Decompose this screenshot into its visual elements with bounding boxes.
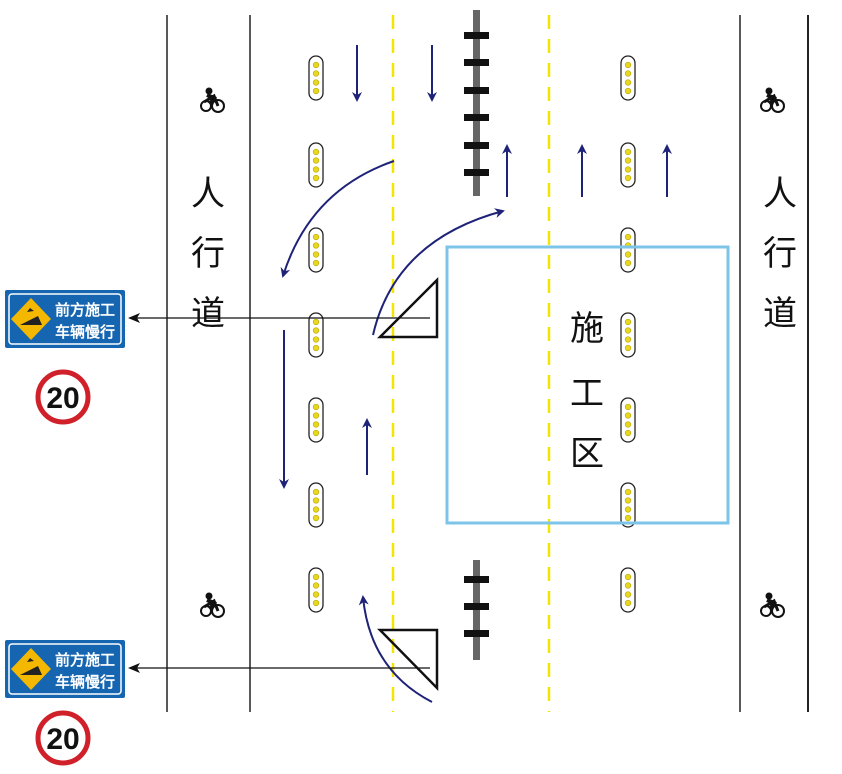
detour-arrow-icon — [280, 160, 395, 278]
traffic-arrows — [279, 45, 672, 703]
return-arrow-icon — [358, 595, 433, 703]
worker-warning-icon — [11, 648, 51, 690]
road-edge-lines — [166, 15, 809, 712]
bicycle-icon — [199, 590, 226, 619]
work-zone-char: 施 — [570, 309, 604, 349]
construction-sign: 前方施工 车辆慢行 — [5, 640, 125, 698]
speed-limit-value: 20 — [46, 382, 79, 415]
sign-line2: 车辆慢行 — [55, 673, 115, 691]
bicycle-icon — [759, 590, 786, 619]
barrier-bottom — [464, 560, 489, 660]
detour-arrow-icon — [372, 208, 505, 336]
speed-limit-sign: 20 — [35, 369, 91, 425]
speed-limit-value: 20 — [46, 723, 79, 756]
worker-warning-icon — [11, 298, 51, 340]
bicycle-icon — [759, 85, 786, 114]
construction-sign: 前方施工 车辆慢行 — [5, 290, 125, 348]
sidewalk-right-char: 道 — [763, 294, 797, 334]
sidewalk-left-char: 道 — [191, 294, 225, 334]
warning-triangle-top — [376, 276, 439, 339]
sign-line2: 车辆慢行 — [55, 323, 115, 341]
speed-limit-sign: 20 — [35, 710, 91, 766]
sidewalk-left-char: 人 — [191, 174, 225, 214]
work-zone-char: 工 — [570, 374, 604, 414]
sign-line1: 前方施工 — [55, 301, 115, 319]
barrier-top — [464, 10, 489, 196]
work-zone — [445, 245, 730, 525]
work-zone-char: 区 — [570, 434, 604, 474]
sign-line1: 前方施工 — [55, 651, 115, 669]
sidewalk-right-char: 行 — [763, 234, 797, 274]
sidewalk-right-char: 人 — [763, 174, 797, 214]
center-lines — [391, 15, 551, 712]
sidewalk-left-char: 行 — [191, 234, 225, 274]
warning-triangle-bottom — [377, 628, 439, 692]
bicycle-icon — [199, 85, 226, 114]
